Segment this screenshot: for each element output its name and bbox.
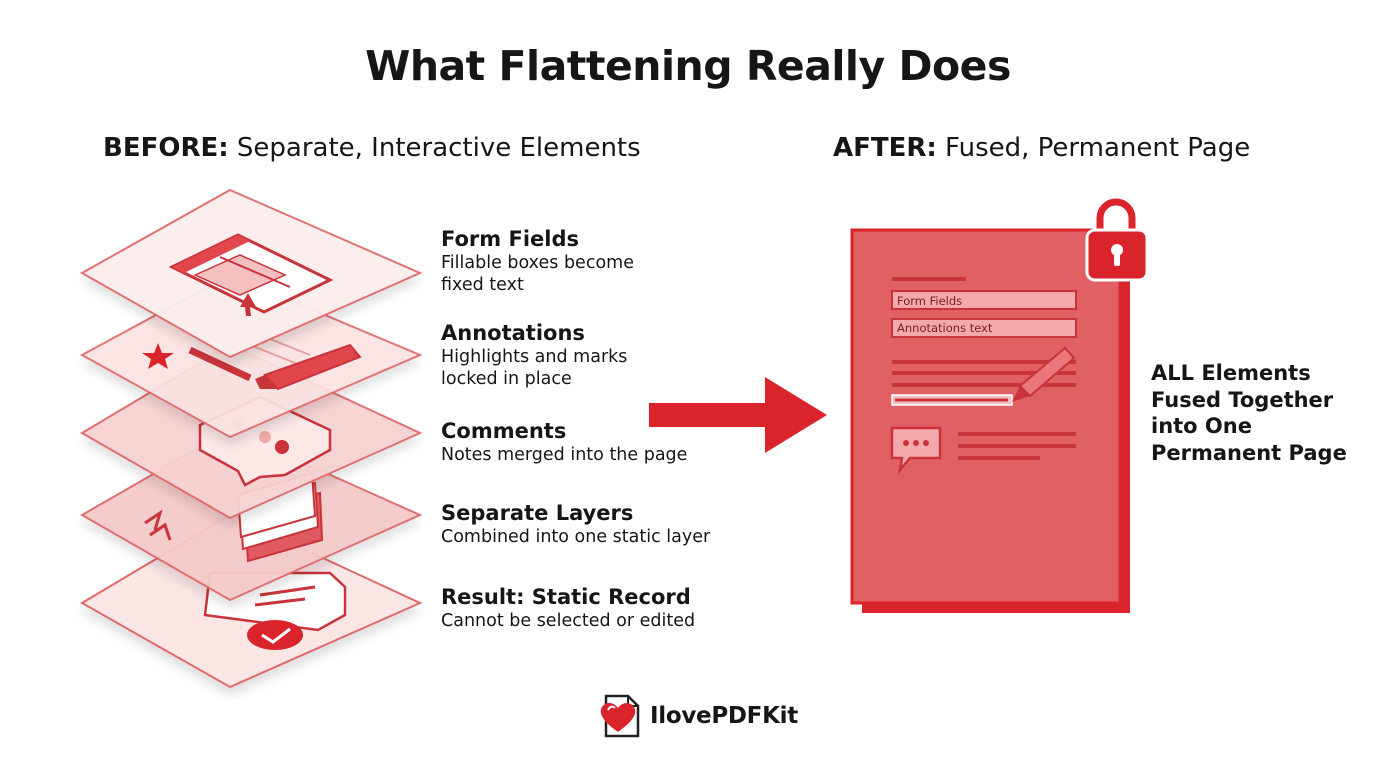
label-form-fields: Form Fields Fillable boxes become fixed … [441,226,741,296]
star-icon [142,343,174,369]
label-result: Result: Static Record Cannot be selected… [441,584,741,632]
annotations-text-box: Annotations text [891,318,1077,338]
after-heading: AFTER: Fused, Permanent Page [833,133,1250,163]
after-heading-label: AFTER: [833,133,937,163]
annotations-text-box-text: Annotations text [897,321,993,335]
form-fields-box-text: Form Fields [897,294,962,308]
highlighter-pen-icon [255,343,362,391]
comment-bubble-icon [890,426,942,475]
before-heading-text: Separate, Interactive Elements [228,133,641,163]
page-sheet [850,228,1122,605]
label-description: Cannot be selected or edited [441,611,696,631]
label-title: Annotations [441,321,585,345]
label-description: Highlights and marks locked in place [441,347,628,389]
layer-stack-illustration [79,188,423,689]
label-description: Combined into one static layer [441,527,711,547]
stacked-sheets-icon [236,471,324,563]
before-heading: BEFORE: Separate, Interactive Elements [103,133,641,163]
label-description: Notes merged into the page [441,445,688,465]
before-heading-label: BEFORE: [103,133,229,163]
label-description: Fillable boxes become fixed text [441,253,634,295]
after-heading-text: Fused, Permanent Page [936,133,1251,163]
form-fields-box: Form Fields [891,290,1077,310]
label-separate-layers: Separate Layers Combined into one static… [441,500,741,548]
label-title: Form Fields [441,227,579,251]
label-comments: Comments Notes merged into the page [441,418,741,466]
logo-text: IlovePDFKit [650,703,798,729]
padlock-icon [1085,198,1149,282]
label-title: Result: Static Record [441,585,691,609]
brand-logo: IlovePDFKit [598,694,798,738]
highlighter-pen-icon [1012,346,1076,402]
form-window-icon [168,233,334,314]
cursor-arrow-icon [240,293,256,316]
page-title: What Flattening Really Does [365,42,1011,90]
right-arrow-icon [649,377,827,453]
label-title: Separate Layers [441,501,634,525]
layer-form-fields [79,188,423,359]
fused-summary-text: ALL Elements Fused Together into One Per… [1151,361,1347,465]
label-annotations: Annotations Highlights and marks locked … [441,320,741,390]
flattened-page-illustration: Form Fields Annotations text [850,198,1149,613]
pdf-heart-icon [600,694,640,738]
label-title: Comments [441,419,567,443]
swap-arrows-icon [144,509,172,541]
